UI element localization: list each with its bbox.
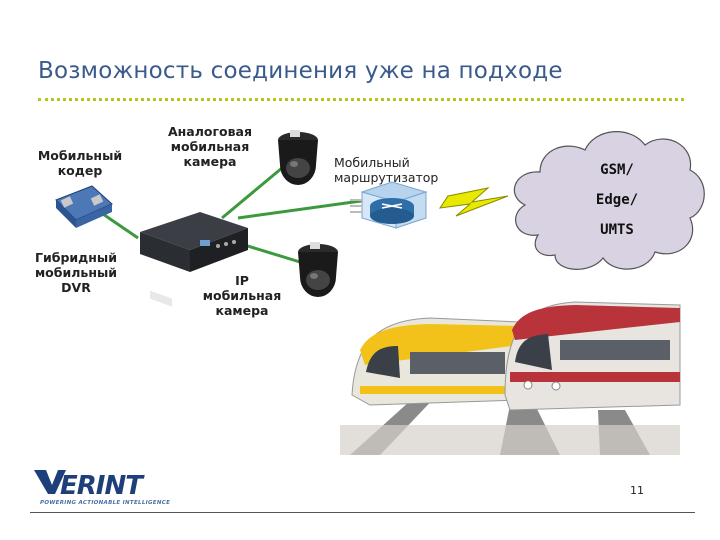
page-number: 11: [630, 484, 644, 497]
label-hybrid-dvr: Гибридный мобильный DVR: [34, 250, 118, 295]
cloud-label-gsm: GSM/: [600, 162, 634, 178]
trains-illustration: [340, 301, 681, 455]
footer-divider: [30, 512, 695, 513]
label-mobile-encoder: Мобильный кодер: [37, 148, 123, 178]
mobile-encoder-device: [55, 185, 113, 228]
slide-title: Возможность соединения уже на подходе: [38, 58, 563, 84]
cloud-label-umts: UMTS: [600, 222, 634, 238]
link-encoder-dvr: [99, 210, 139, 240]
label-analog-camera: Аналоговая мобильная камера: [168, 124, 252, 169]
mobile-router-icon: [350, 181, 428, 229]
cellular-network-cloud: [513, 131, 705, 270]
ip-camera-icon: [298, 242, 338, 297]
label-ip-camera: IP мобильная камера: [202, 273, 282, 318]
label-mobile-router: Мобильный маршрутизатор: [334, 155, 439, 185]
verint-logo: ERINT: [34, 470, 146, 501]
cloud-label-edge: Edge/: [595, 192, 639, 208]
link-dvr-analog-camera: [221, 166, 283, 220]
logo-tagline: POWERING ACTIONABLE INTELLIGENCE: [40, 500, 171, 506]
logo-wordmark: ERINT: [60, 471, 145, 501]
title-divider: [38, 98, 684, 101]
analog-camera-icon: [278, 130, 318, 185]
wireless-link-icon: [438, 187, 509, 217]
hybrid-dvr-device: [140, 212, 248, 307]
link-dvr-router: [237, 198, 369, 220]
